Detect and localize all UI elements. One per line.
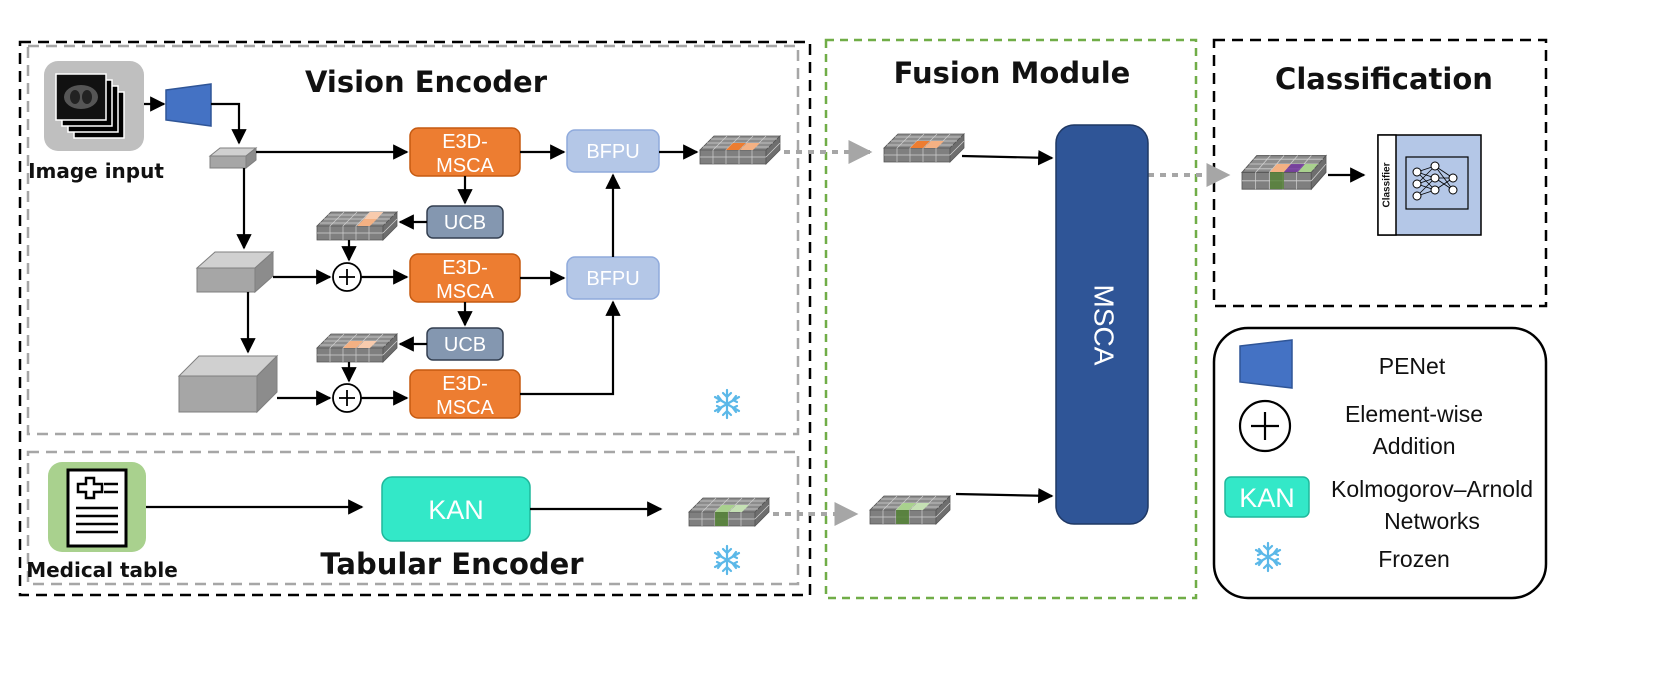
classification-title: Classification [1275,62,1493,96]
svg-text:UCB: UCB [444,334,486,356]
addition-node-1 [332,262,362,292]
svg-text:BFPU: BFPU [586,268,639,290]
vision-frozen-snowflake-icon [713,388,741,420]
legend-addition-label-line1: Element-wise [1345,401,1483,427]
addition-node-2 [332,383,362,413]
backbone-stage-1 [208,146,258,170]
e3d-msca-block-1: E3D- MSCA [409,127,521,177]
feature-map-ucb-1 [316,211,398,241]
legend-frame [1212,326,1548,600]
legend-kan-badge: KAN [1224,476,1310,518]
svg-text:MSCA: MSCA [436,281,494,303]
legend-snowflake-icon [1254,541,1282,573]
legend-frozen-label: Frozen [1378,546,1450,572]
svg-text:MSCA: MSCA [436,155,494,177]
svg-text:E3D-: E3D- [442,373,488,395]
vision-encoder-arrows [144,96,699,406]
vision-encoder-title: Vision Encoder [305,65,548,99]
dotted-connectors [773,140,1231,526]
feature-map-ucb-2 [316,333,398,363]
feature-map-classification [1241,155,1327,190]
bfpu-block-1: BFPU [566,129,660,173]
vision-encoder-frame [26,44,800,436]
svg-text:MSCA: MSCA [1089,285,1120,366]
feature-map-fusion-vision [883,133,965,163]
bfpu-block-2: BFPU [566,256,660,300]
svg-text:UCB: UCB [444,212,486,234]
legend-penet-label: PENet [1379,353,1446,379]
backbone-stage-3 [177,354,279,414]
e3d-msca-block-3: E3D- MSCA [409,369,521,419]
medical-table-icon [48,462,146,552]
encoder-outer-frame [18,40,812,597]
fusion-module-frame [824,38,1198,600]
feature-map-fusion-tabular [869,495,951,525]
legend-addition-label-line2: Addition [1372,433,1455,459]
medical-table-label: Medical table [26,558,178,582]
fusion-arrows [955,149,1366,504]
svg-text:E3D-: E3D- [442,131,488,153]
msca-block: MSCA [1055,124,1149,525]
feature-map-tabular-output [688,497,770,527]
tabular-encoder-frame [26,450,800,586]
legend-addition-icon [1238,399,1292,453]
classifier-block: Classifier [1377,134,1482,236]
ucb-block-1: UCB [426,205,504,239]
tabular-encoder-arrows [146,499,663,517]
svg-text:Classifier: Classifier [1382,162,1393,207]
tabular-frozen-snowflake-icon [713,544,741,576]
legend-kan-label-line1: Kolmogorov–Arnold [1331,476,1533,502]
image-input-label: Image input [28,159,164,183]
svg-text:MSCA: MSCA [436,397,494,419]
legend-kan-label-line2: Networks [1384,508,1480,534]
svg-text:KAN: KAN [1239,483,1295,513]
image-input-icon [44,61,144,151]
ucb-block-2: UCB [426,327,504,361]
svg-text:KAN: KAN [428,495,484,525]
legend-penet-icon [1239,339,1293,389]
feature-map-vision-output [699,135,781,165]
backbone-stage-2 [195,250,275,294]
svg-text:E3D-: E3D- [442,257,488,279]
penet-block [165,83,212,127]
fusion-module-title: Fusion Module [894,56,1131,90]
kan-block: KAN [381,476,531,542]
e3d-msca-block-2: E3D- MSCA [409,253,521,303]
tabular-encoder-title: Tabular Encoder [320,547,584,581]
svg-text:BFPU: BFPU [586,141,639,163]
